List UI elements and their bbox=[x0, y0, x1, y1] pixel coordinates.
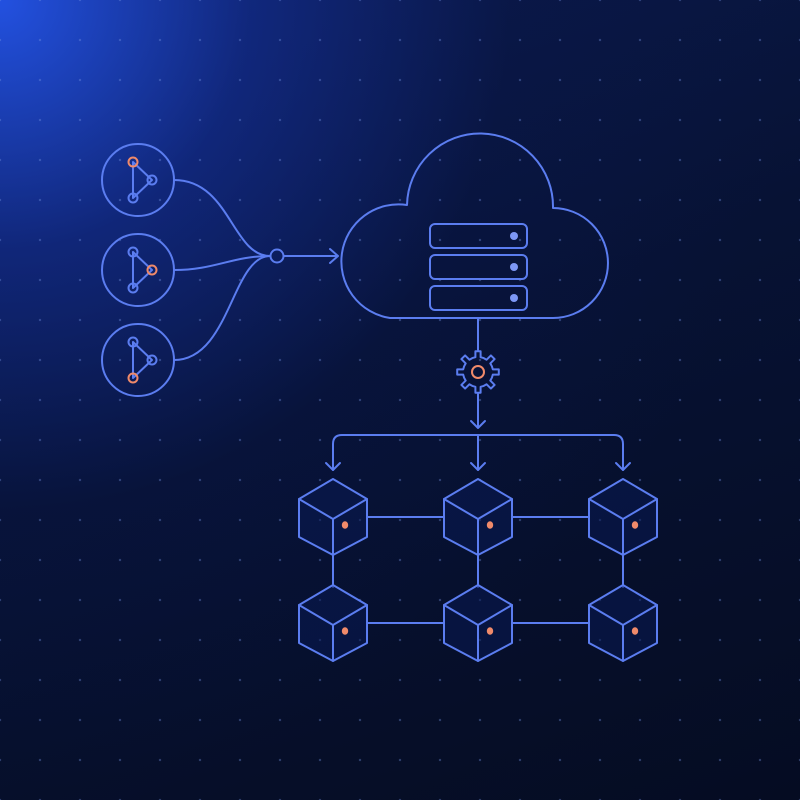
cube-indicator bbox=[341, 627, 349, 635]
server-light-3 bbox=[510, 294, 518, 302]
cube-icon bbox=[298, 478, 368, 556]
source-nodes bbox=[101, 143, 175, 397]
cube-edges bbox=[443, 498, 513, 556]
cube-icon bbox=[588, 478, 658, 556]
merge-connectors bbox=[173, 179, 339, 361]
node-links bbox=[332, 516, 624, 624]
cube-indicator bbox=[486, 521, 494, 529]
merge-junction bbox=[269, 248, 285, 264]
cube-indicator bbox=[486, 627, 494, 635]
cube-icon bbox=[443, 584, 513, 662]
cube-edges bbox=[298, 604, 368, 662]
connector-curve-1 bbox=[173, 179, 271, 257]
server-light-1 bbox=[510, 232, 518, 240]
cube-edges bbox=[298, 498, 368, 556]
share-node-icon bbox=[127, 336, 158, 384]
cube-icon bbox=[443, 478, 513, 556]
connector-curve-3 bbox=[173, 255, 271, 361]
cloud-outline bbox=[340, 132, 609, 319]
connector-curve-2 bbox=[173, 255, 271, 271]
source-node-3 bbox=[101, 323, 175, 397]
arrow-to-cloud bbox=[283, 248, 339, 264]
cube-edges bbox=[443, 604, 513, 662]
gear-center bbox=[471, 365, 485, 379]
cube-edges bbox=[588, 498, 658, 556]
cube-edges bbox=[588, 604, 658, 662]
server-unit-3 bbox=[429, 285, 528, 311]
cube-icon bbox=[588, 584, 658, 662]
cloud-server-icon bbox=[340, 132, 609, 319]
cube-indicator bbox=[631, 521, 639, 529]
server-unit-1 bbox=[429, 223, 528, 249]
node-grid bbox=[298, 478, 658, 662]
gear-icon bbox=[456, 350, 500, 394]
distribution-connectors bbox=[325, 393, 631, 471]
source-node-1 bbox=[101, 143, 175, 217]
source-node-2 bbox=[101, 233, 175, 307]
cube-icon bbox=[298, 584, 368, 662]
server-rack bbox=[429, 223, 528, 311]
server-unit-2 bbox=[429, 254, 528, 280]
share-node-icon bbox=[127, 246, 158, 294]
share-node-icon bbox=[127, 156, 158, 204]
cube-indicator bbox=[631, 627, 639, 635]
cube-indicator bbox=[341, 521, 349, 529]
server-light-2 bbox=[510, 263, 518, 271]
